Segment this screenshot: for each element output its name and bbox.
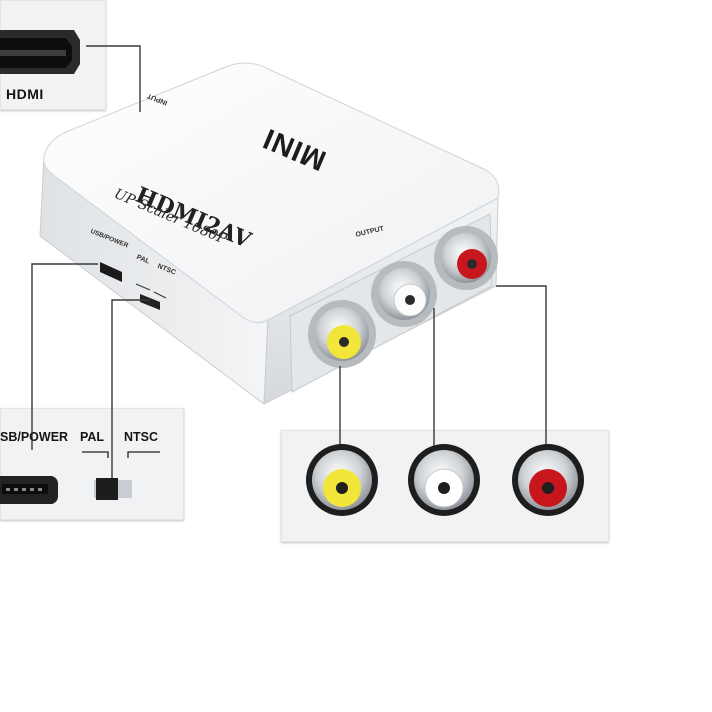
hdmi-port-icon — [0, 30, 80, 74]
ntsc-label: NTSC — [124, 430, 159, 444]
device-rca-white-icon — [371, 261, 437, 327]
converter-box — [39, 62, 500, 405]
callout-rca-white-icon — [408, 444, 480, 516]
device-rca-yellow-icon — [308, 300, 376, 368]
callout-switch-brackets — [82, 451, 160, 458]
device-rca-red-icon — [434, 226, 498, 290]
leader-lines — [31, 45, 547, 478]
callout-rca-yellow-icon — [306, 444, 378, 516]
callout-usb-port-icon — [0, 476, 58, 504]
callout-rca-red-icon — [512, 444, 584, 516]
hdmi-label: HDMI — [6, 86, 44, 102]
pal-label: PAL — [80, 430, 105, 444]
callout-switch-icon — [94, 478, 132, 500]
device-usb-port-icon — [100, 262, 122, 282]
usb-power-label: SB/POWER — [0, 430, 69, 444]
device-switch-icon — [135, 283, 167, 310]
